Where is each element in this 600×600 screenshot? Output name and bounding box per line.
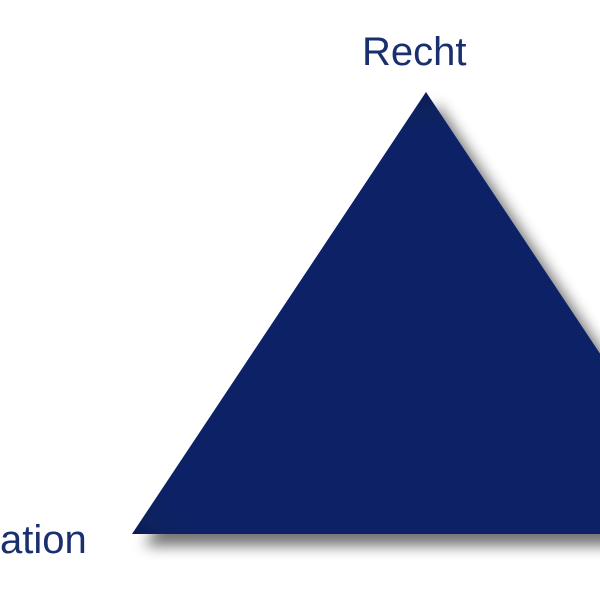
triangle-shape — [132, 92, 600, 534]
vertex-label-left: ation — [0, 518, 87, 562]
vertex-label-top: Recht — [362, 30, 467, 74]
